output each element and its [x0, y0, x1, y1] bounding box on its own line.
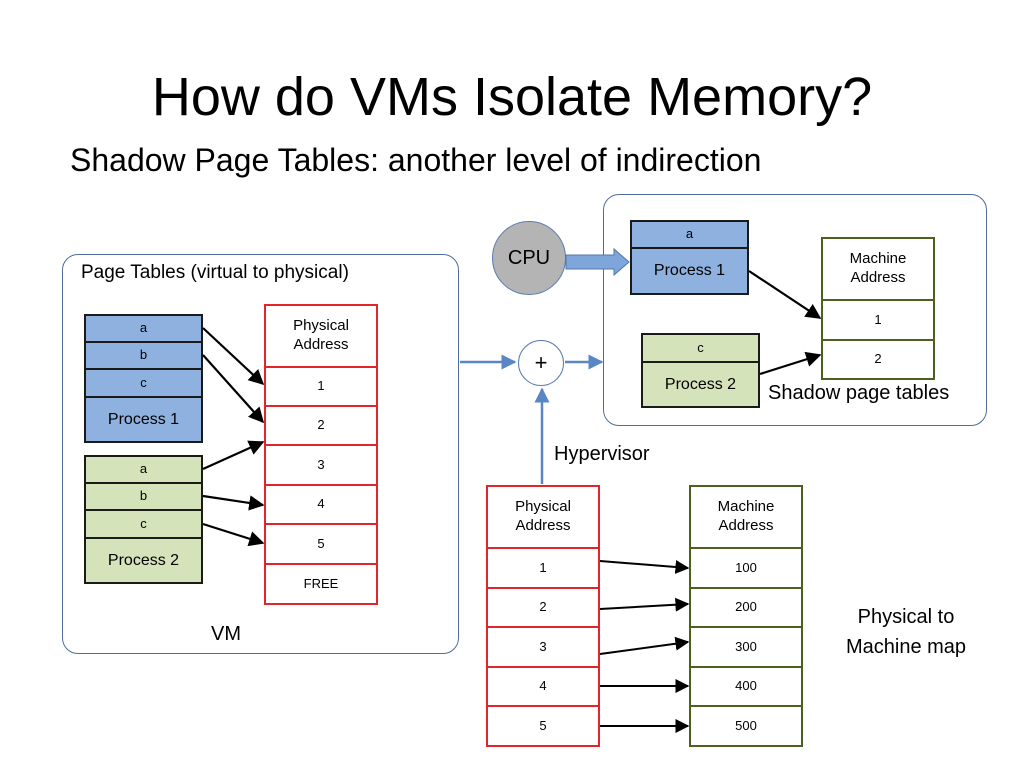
plus-sign: +	[534, 350, 548, 375]
vm-physical-row-free: FREE	[264, 563, 378, 605]
shadow-panel-caption: Shadow page tables	[768, 382, 950, 404]
arrow-p2a-to-2	[202, 440, 265, 471]
arrow-shadow-p1-to-1	[748, 270, 822, 319]
shadow-process1-page-a: a	[630, 220, 749, 249]
p2m-physical-row-5: 5	[486, 705, 600, 747]
p2m-machine-row-300: 300	[689, 626, 803, 668]
shadow-process2-name: Process 2	[641, 361, 760, 408]
arrow-p1a-to-1	[202, 327, 265, 386]
cpu-label: CPU	[507, 246, 551, 269]
arrow-cpu-to-shadow	[565, 247, 630, 277]
p2m-caption: Physical to Machine map	[845, 606, 967, 658]
shadow-process1-name: Process 1	[630, 247, 749, 295]
hypervisor-label: Hypervisor	[554, 443, 650, 465]
shadow-machine-row-1: 1	[821, 299, 935, 341]
arrow-p2b-to-4	[202, 494, 265, 511]
vm-label: VM	[211, 623, 241, 645]
arrow-p2c-to-5	[202, 522, 265, 547]
p2m-machine-row-500: 500	[689, 705, 803, 747]
page-title: How do VMs Isolate Memory?	[151, 67, 873, 127]
combine-node: +	[518, 340, 564, 386]
vm-process1-name: Process 1	[84, 396, 203, 443]
p2m-machine-header: Machine Address	[689, 485, 803, 549]
p2m-physical-row-3: 3	[486, 626, 600, 668]
p2m-machine-row-100: 100	[689, 547, 803, 589]
page-subtitle: Shadow Page Tables: another level of ind…	[70, 142, 762, 178]
p2m-physical-row-2: 2	[486, 587, 600, 628]
arrow-p1b-to-2	[202, 354, 265, 424]
shadow-machine-header: Machine Address	[821, 237, 935, 301]
vm-process1-page-b: b	[84, 341, 203, 370]
shadow-machine-row-2: 2	[821, 339, 935, 380]
vm-process2-name: Process 2	[84, 537, 203, 584]
vm-panel-heading: Page Tables (virtual to physical)	[81, 262, 349, 283]
vm-physical-header: Physical Address	[264, 304, 378, 368]
arrow-pm-3	[599, 636, 690, 655]
arrow-pm-1	[599, 560, 690, 574]
arrow-pm-2	[599, 597, 690, 612]
arrow-shadow-p2-to-2	[759, 351, 822, 376]
